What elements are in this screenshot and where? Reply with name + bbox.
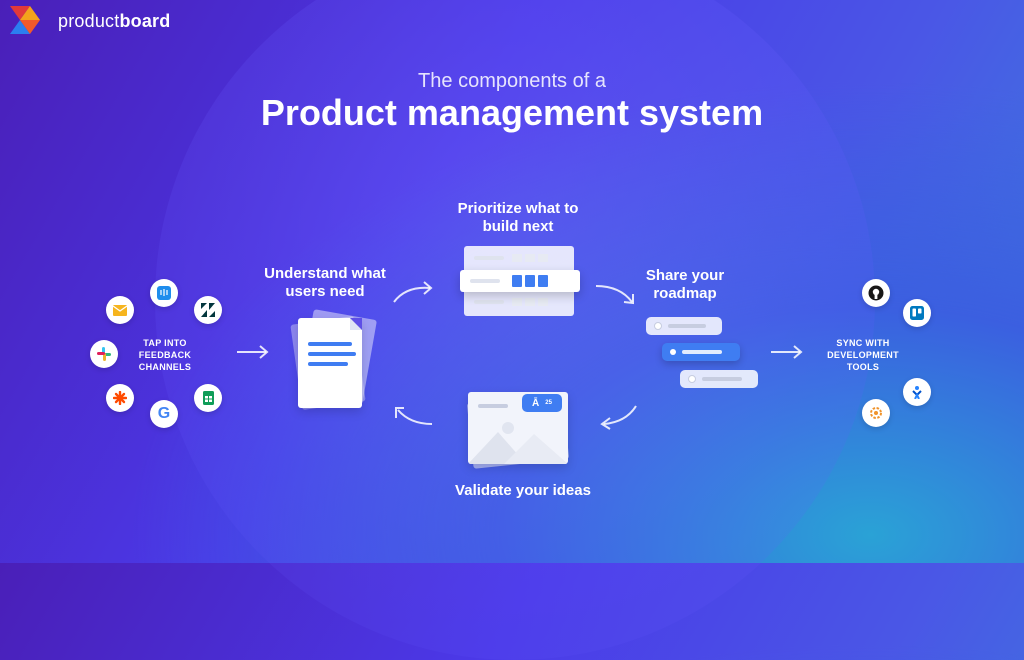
roadmap-item — [680, 370, 758, 388]
vote-count: 25 — [545, 400, 552, 406]
gear-icon — [862, 399, 890, 427]
validate-card-illustration: Ā 25 — [462, 388, 572, 469]
slack-icon — [90, 340, 118, 368]
zendesk-icon — [194, 296, 222, 324]
diagram-title: Product management system — [260, 92, 764, 133]
upvote-icon: Ā — [532, 397, 540, 409]
zapier-icon — [106, 384, 134, 412]
envelope-icon — [106, 296, 134, 324]
understand-label: Understand what users need — [264, 265, 386, 300]
validate-label: Validate your ideas — [455, 482, 591, 499]
vote-badge: Ā 25 — [522, 394, 562, 412]
diagram-subtitle: The components of a — [418, 70, 606, 92]
jira-icon — [903, 378, 931, 406]
documents-illustration — [286, 309, 377, 411]
share-label: Share your roadmap — [645, 267, 725, 302]
roadmap-item — [646, 317, 722, 335]
curved-arrow-icon — [393, 281, 433, 303]
priority-table-illustration — [460, 246, 580, 318]
background-halo — [155, 0, 875, 660]
brand-logo[interactable]: productboard — [10, 6, 170, 36]
sheets-icon — [194, 384, 222, 412]
curved-arrow-icon — [595, 285, 634, 305]
roadmap-item-active — [662, 343, 740, 361]
curved-arrow-icon — [600, 405, 637, 430]
google-icon: G — [150, 400, 178, 428]
arrow-right-icon — [771, 345, 803, 359]
curved-arrow-icon — [395, 407, 433, 425]
prioritize-label: Prioritize what to build next — [457, 200, 579, 235]
arrow-right-icon — [237, 345, 269, 359]
intercom-icon — [150, 279, 178, 307]
github-icon — [862, 279, 890, 307]
trello-icon — [903, 299, 931, 327]
productboard-logo-icon — [10, 6, 40, 34]
brand-name: productboard — [58, 10, 171, 31]
sync-label: SYNC WITH DEVELOPMENT TOOLS — [827, 338, 899, 372]
feedback-channels-label: TAP INTO FEEDBACK CHANNELS — [138, 338, 192, 372]
